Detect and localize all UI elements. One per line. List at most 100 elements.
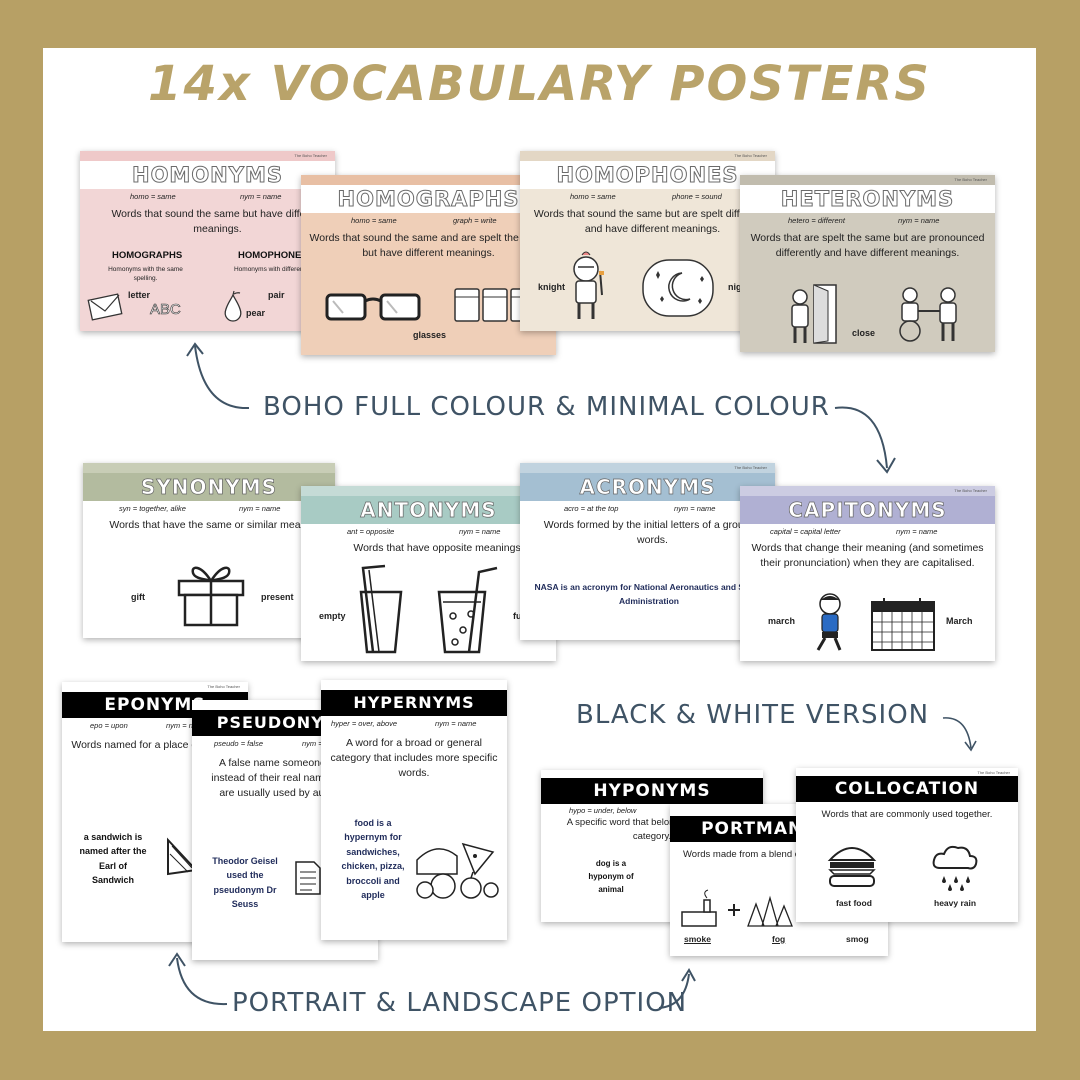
subheading-text: Homonyms with the same spelling. [108, 266, 183, 283]
example-word: empty [319, 611, 346, 621]
example-word: pear [246, 308, 266, 318]
etymology-1: homo = same [570, 192, 616, 201]
definition: Words that are commonly used together. [821, 809, 993, 820]
definition: Words that sound the same but have diffe… [111, 208, 324, 236]
door-person-icon [791, 284, 837, 344]
poster-title: ANTONYMS [301, 496, 556, 524]
etymology-1: acro = at the top [564, 504, 619, 513]
walking-boy-icon [816, 593, 842, 651]
poster-title: HOMOGRAPHS [301, 185, 556, 213]
brand-label: The Boho Teacher [954, 488, 987, 493]
definition: Words that have opposite meanings. [353, 542, 524, 554]
definition: A word for a broad or general category t… [330, 737, 498, 780]
poster-acronyms: The Boho Teacher ACRONYMS acro = at the … [520, 463, 775, 640]
poster-antonyms: ANTONYMS ant = opposite nym = name Words… [301, 486, 556, 661]
poster-synonyms: SYNONYMS syn = together, alike nym = nam… [83, 463, 335, 638]
poster-heteronyms: The Boho Teacher HETERONYMS hetero = dif… [740, 175, 995, 352]
etymology-1: homo = same [130, 192, 176, 201]
etymology-1: syn = together, alike [119, 504, 186, 513]
poster-homophones: The Boho Teacher HOMOPHONES homo = same … [520, 151, 775, 331]
etymology-2: nym = name [896, 527, 938, 536]
poster-sheet: 14x VOCABULARY POSTERS The Boho Teacher … [43, 48, 1036, 1031]
definition: A specific word that belongs to a genera… [566, 817, 738, 842]
abc-letters: ABC [150, 301, 181, 319]
etymology-2: phone = sound [672, 192, 722, 201]
etymology-1: ant = opposite [347, 527, 395, 536]
caption-bw: BLACK & WHITE VERSION [576, 700, 930, 730]
poster-title: HOMOPHONES [520, 161, 775, 189]
etymology-2: nym = name [674, 504, 716, 513]
example-word: fast food [836, 898, 872, 908]
curved-arrow-down-icon [942, 717, 977, 752]
poster-homographs: HOMOGRAPHS homo = same graph = write Wor… [301, 175, 556, 355]
poster-title: HYPONYMS [541, 778, 763, 804]
etymology-1: pseudo = false [214, 739, 263, 748]
subheading-homophones: HOMOPHONES [238, 250, 308, 261]
example-word: full [513, 611, 527, 621]
definition: Words that are spelt the same but are pr… [750, 232, 985, 260]
poster-title: SYNONYMS [83, 473, 335, 501]
definition: Words that sound the same but are spelt … [533, 208, 772, 236]
definition: Words that have the same or similar mean… [109, 519, 329, 531]
brand-label: The Boho Teacher [954, 177, 987, 182]
curved-arrow-up-left-icon [168, 952, 228, 1006]
document-icon [295, 861, 321, 895]
poster-hypernyms: HYPERNYMS hyper = over, above nym = name… [321, 680, 507, 940]
wheelchair-people-icon [899, 287, 957, 342]
example-word: gift [131, 592, 145, 602]
rain-cloud-icon [932, 845, 978, 891]
sandwich-icon [167, 837, 199, 876]
page-title: 14x VOCABULARY POSTERS [148, 56, 931, 112]
poster-collocation: The Boho Teacher COLLOCATION Words that … [796, 768, 1018, 922]
definition: Words made from a blend of two other wor… [682, 849, 876, 860]
subheading-homographs: HOMOGRAPHS [112, 250, 183, 261]
etymology-2: nym = name [240, 192, 282, 201]
calendar-icon [871, 598, 935, 651]
example-word: pair [268, 290, 285, 300]
example-word: night [728, 282, 750, 292]
etymology-1: capital = capital letter [770, 527, 841, 536]
gift-icon [177, 566, 245, 627]
poster-capitonyms: The Boho Teacher CAPITONYMS capital = ca… [740, 486, 995, 661]
brand-label: The Boho Teacher [977, 770, 1010, 775]
etymology-1: hyper = over, above [331, 719, 398, 728]
example-text: a sandwich is named after the Earl of Sa… [79, 832, 147, 886]
example-word: march [768, 616, 796, 626]
poster-title: ACRONYMS [520, 473, 775, 501]
envelope-icon [87, 293, 123, 321]
caption-portrait: PORTRAIT & LANDSCAPE OPTION [232, 988, 688, 1018]
etymology-2: nym = name [459, 527, 501, 536]
example-word: smoke [684, 934, 711, 944]
poster-title: HYPERNYMS [321, 690, 507, 716]
etymology-2: nym = name [239, 504, 281, 513]
example-word: present [261, 592, 294, 602]
definition: Words that change their meaning (and som… [751, 542, 984, 570]
poster-homonyms: The Boho Teacher HOMONYMS homo = same ny… [80, 151, 335, 331]
etymology-2: nym = name [898, 216, 940, 225]
curved-arrow-left-icon [186, 342, 250, 410]
example-word: heavy rain [934, 898, 977, 908]
pear-icon [224, 290, 242, 322]
smoke-fog-icon [681, 889, 793, 927]
knight-icon [573, 251, 604, 319]
full-glass-icon [437, 566, 498, 654]
brand-label: The Boho Teacher [207, 684, 240, 689]
example-word: March [946, 616, 973, 626]
example-word: fog [772, 934, 786, 944]
brand-label: The Boho Teacher [734, 153, 767, 158]
subheading-text: Homonyms with different spelling. [233, 266, 332, 273]
example-text: food is a hypernym for sandwiches, chick… [341, 818, 405, 900]
poster-title: HOMONYMS [80, 161, 335, 189]
brand-label: The Boho Teacher [734, 465, 767, 470]
etymology-2: nym = name [166, 721, 208, 730]
example-word: glasses [413, 330, 447, 340]
caption-boho: BOHO FULL COLOUR & MINIMAL COLOUR [263, 392, 830, 422]
poster-title: CAPITONYMS [740, 496, 995, 524]
brand-label: The Boho Teacher [294, 153, 327, 158]
example-text: NASA is an acronym for National Aeronaut… [534, 582, 764, 606]
etymology-2: graph = write [453, 216, 497, 225]
etymology-2: nym = name [435, 719, 477, 728]
poster-title: COLLOCATION [796, 776, 1018, 802]
definition: Words that sound the same and are spelt … [309, 232, 548, 260]
example-word: knight [538, 282, 565, 292]
